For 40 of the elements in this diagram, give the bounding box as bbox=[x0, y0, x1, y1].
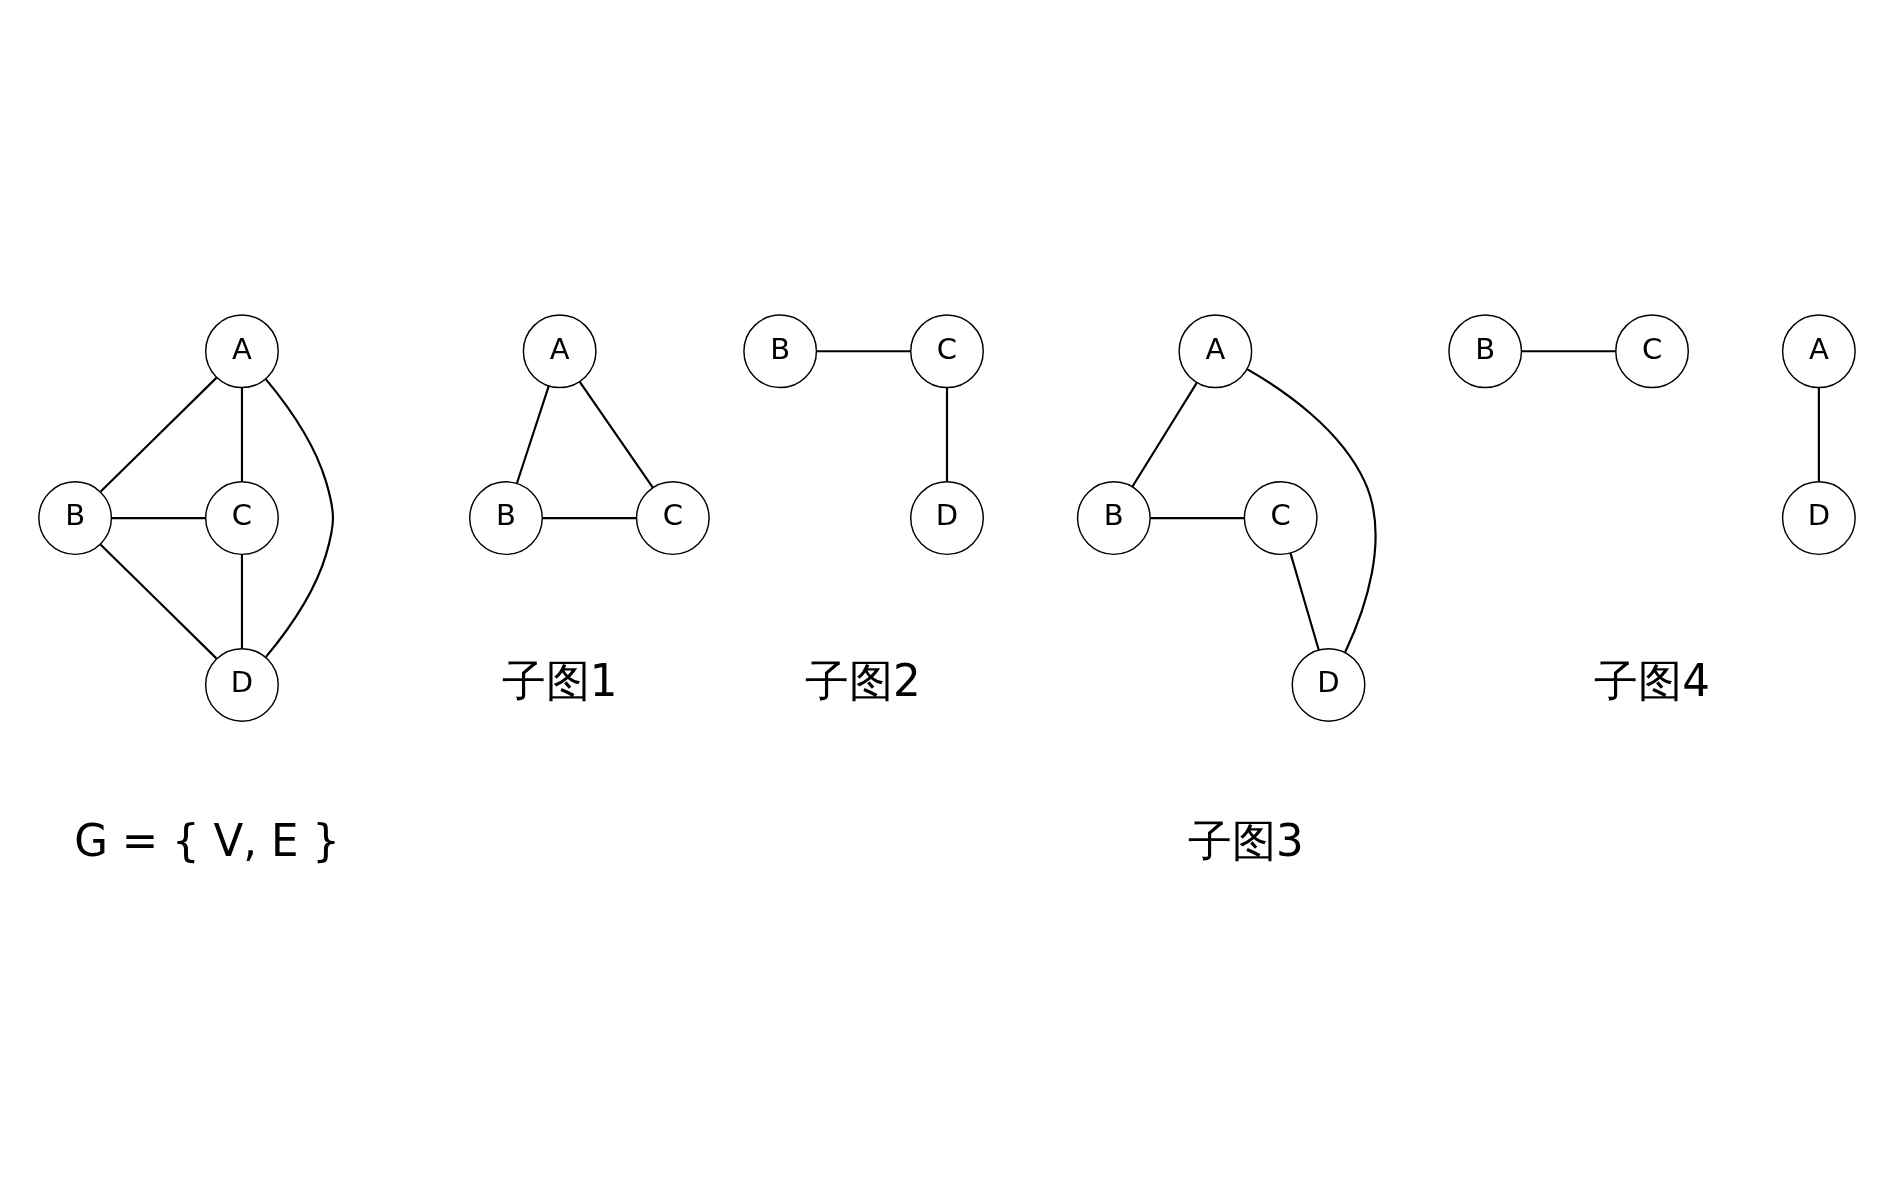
connector bbox=[1246, 367, 1377, 652]
connector bbox=[816, 349, 910, 352]
connector bbox=[240, 387, 243, 482]
node-circle: C bbox=[1614, 313, 1689, 388]
node-circle: A bbox=[1781, 313, 1856, 388]
node-circle: B bbox=[1076, 480, 1151, 555]
label: 子图2 bbox=[804, 655, 921, 706]
label: G = { V, E } bbox=[73, 815, 340, 866]
connector bbox=[99, 376, 217, 492]
node-circle: A bbox=[204, 313, 279, 388]
node-circle: D bbox=[1781, 480, 1856, 555]
node-circle: B bbox=[37, 480, 112, 555]
connector bbox=[1521, 349, 1615, 352]
node-circle: B bbox=[468, 480, 543, 555]
connector bbox=[264, 377, 334, 658]
node-circle: B bbox=[1447, 313, 1522, 388]
node-circle: A bbox=[522, 313, 597, 388]
connector bbox=[542, 516, 636, 519]
node-circle: C bbox=[204, 480, 279, 555]
node-circle: C bbox=[909, 313, 984, 388]
label: 子图3 bbox=[1187, 815, 1304, 866]
node-circle: C bbox=[635, 480, 710, 555]
label: 子图1 bbox=[501, 655, 618, 706]
label: 子图4 bbox=[1593, 655, 1710, 706]
node-circle: D bbox=[204, 647, 279, 722]
connector bbox=[1817, 387, 1820, 482]
connector bbox=[111, 516, 205, 519]
node-circle: B bbox=[742, 313, 817, 388]
connector bbox=[515, 385, 550, 483]
connector bbox=[1149, 516, 1244, 519]
connector bbox=[1288, 552, 1320, 650]
connector bbox=[99, 543, 217, 659]
node-circle: A bbox=[1177, 313, 1252, 388]
connector bbox=[240, 554, 243, 648]
node-circle: C bbox=[1243, 480, 1318, 555]
connector bbox=[578, 380, 654, 488]
node-circle: D bbox=[909, 480, 984, 555]
connector bbox=[1130, 381, 1198, 487]
node-circle: D bbox=[1291, 647, 1366, 722]
connector bbox=[945, 387, 948, 482]
